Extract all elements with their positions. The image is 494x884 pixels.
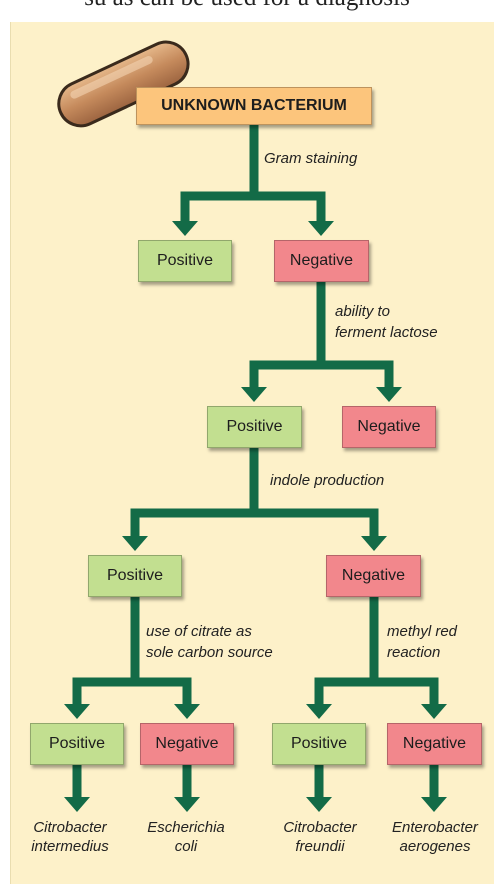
result-1-line1: Citrobacter (33, 819, 107, 836)
lactose-branch-left-arrow-head (241, 387, 267, 402)
test-label-indole: indole production (270, 472, 385, 489)
gram-negative-box: Negative (274, 240, 369, 282)
result-escherichia-coli: Escherichia coli (128, 818, 244, 856)
indole-negative-box: Negative (326, 555, 421, 597)
lactose-negative-box: Negative (342, 406, 436, 448)
citrate-branch-right-arrow-head (174, 704, 200, 719)
test-label-methyl-red-line1: methyl red (387, 623, 458, 640)
indole-positive-box: Positive (88, 555, 182, 597)
result-4-line1: Enterobacter (392, 819, 478, 836)
methyl-red-branch-right-arrow-head (421, 704, 447, 719)
indole-branch-right-arrow-head (361, 536, 387, 551)
test-label-citrate-line1: use of citrate as (146, 623, 252, 640)
gram-branch-right-arrow-head (308, 221, 334, 236)
lactose-branch-right-arrow-head (376, 387, 402, 402)
result-2-line2: coli (174, 838, 198, 855)
clipped-caption-text: su as can be used for a diagnosis (0, 0, 494, 13)
result-2-line1: Escherichia (147, 819, 225, 836)
test-label-citrate-line2: sole carbon source (146, 644, 273, 661)
result-arrow-3-head (306, 797, 332, 812)
test-label-citrate: use of citrate as sole carbon source (146, 621, 273, 663)
result-3-line2: freundii (295, 838, 345, 855)
result-enterobacter-aerogenes: Enterobacter aerogenes (376, 818, 494, 856)
indole-branch-left-arrow-head (122, 536, 148, 551)
result-arrow-4-head (421, 797, 447, 812)
root-box-unknown-bacterium: UNKNOWN BACTERIUM (136, 87, 372, 125)
citrate-positive-box: Positive (30, 723, 124, 765)
result-arrow-2-head (174, 797, 200, 812)
test-label-gram-staining: Gram staining (264, 150, 358, 167)
citrate-branch-left-arrow-head (64, 704, 90, 719)
result-citrobacter-freundii: Citrobacter freundii (262, 818, 378, 856)
citrate-negative-box: Negative (140, 723, 234, 765)
gram-branch-left-arrow-head (172, 221, 198, 236)
methyl-red-negative-box: Negative (387, 723, 482, 765)
methyl-red-branch-left-arrow-head (306, 704, 332, 719)
methyl-red-positive-box: Positive (272, 723, 366, 765)
result-4-line2: aerogenes (399, 838, 471, 855)
lactose-positive-box: Positive (207, 406, 302, 448)
result-citrobacter-intermedius: Citrobacter intermedius (12, 818, 128, 856)
test-label-methyl-red-line2: reaction (387, 644, 441, 661)
test-label-lactose-line2: ferment lactose (335, 324, 438, 341)
result-1-line2: intermedius (31, 838, 109, 855)
gram-positive-box: Positive (138, 240, 232, 282)
test-label-lactose-line1: ability to (335, 303, 391, 320)
rod-bacterium-icon (57, 40, 190, 128)
result-3-line1: Citrobacter (283, 819, 357, 836)
test-label-lactose: ability to ferment lactose (335, 301, 438, 343)
test-label-methyl-red: methyl red reaction (387, 621, 457, 663)
result-arrow-1-head (64, 797, 90, 812)
